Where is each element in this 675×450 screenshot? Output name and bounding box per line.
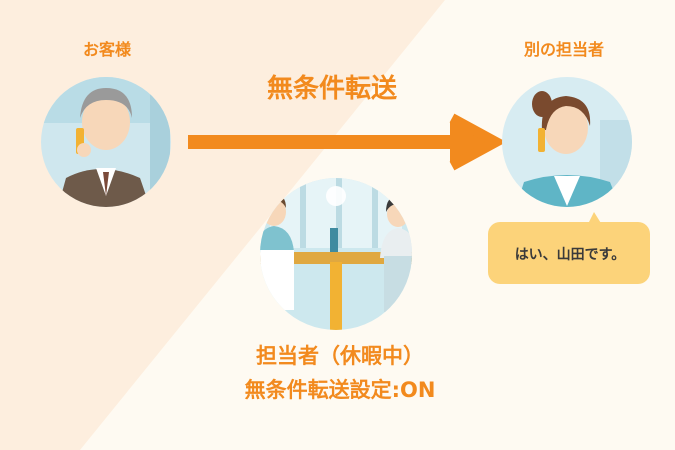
forward-arrow bbox=[188, 113, 507, 171]
transfer-label: 無条件転送 bbox=[266, 74, 397, 104]
agent-status-setting: 無条件転送設定:ON bbox=[244, 378, 436, 402]
customer-label: お客様 bbox=[82, 40, 131, 59]
other-agent-label: 別の担当者 bbox=[523, 40, 604, 59]
agent-status-title: 担当者（休暇中） bbox=[256, 344, 424, 368]
other-agent-avatar bbox=[502, 77, 632, 207]
speech-bubble bbox=[488, 212, 650, 284]
speech-bubble-text: はい、山田です。 bbox=[514, 247, 626, 263]
customer-avatar bbox=[41, 77, 171, 207]
